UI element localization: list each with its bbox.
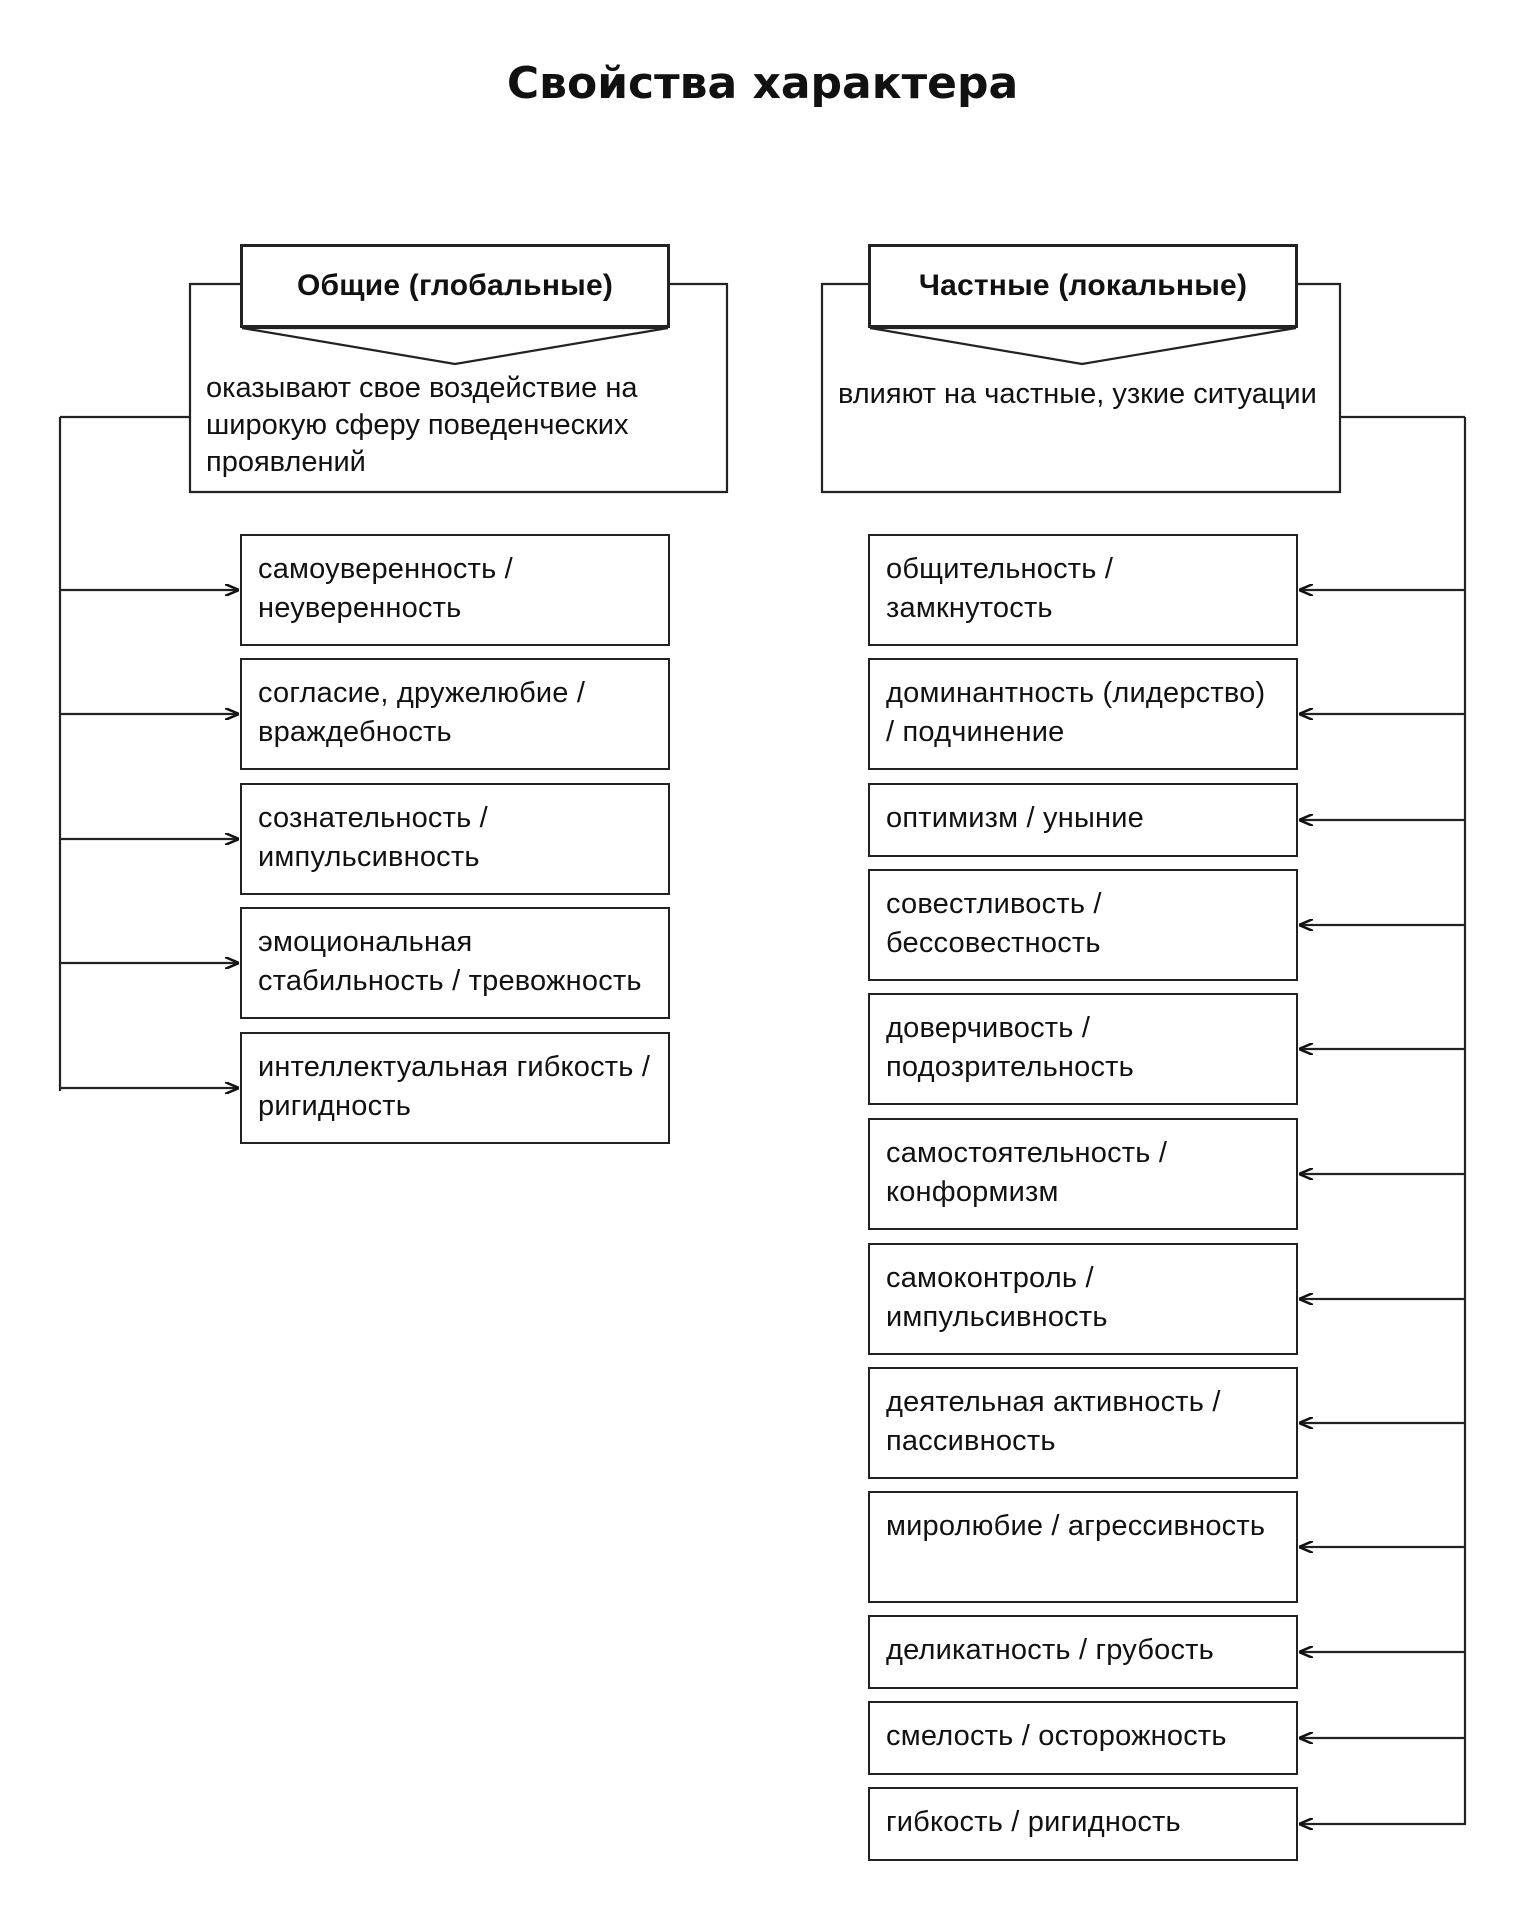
- diagram-title: Свойства характера: [506, 58, 1019, 109]
- right-header-label: Частные (локальные): [918, 268, 1248, 302]
- left-item-3: сознательность /импульсивность: [240, 783, 670, 895]
- right-item-1: общительность / замкнутость: [868, 534, 1298, 646]
- right-item-11: смелость / осторожность: [868, 1701, 1298, 1775]
- right-item-6: самостоятельность / конформизм: [868, 1118, 1298, 1230]
- right-item-7: самоконтроль / импульсивность: [868, 1243, 1298, 1355]
- left-item-4: эмоциональная стабильность / тревожность: [240, 907, 670, 1019]
- right-header-box: Частные (локальные): [868, 244, 1298, 328]
- left-description: оказывают свое воздействие на широкую сф…: [206, 372, 638, 479]
- right-item-5: доверчивость /подозрительность: [868, 993, 1298, 1105]
- right-description: влияют на частные, узкие ситуации: [838, 378, 1317, 410]
- right-item-10: деликатность / грубость: [868, 1615, 1298, 1689]
- left-header-chevron: [241, 326, 669, 366]
- right-header-chevron: [869, 326, 1297, 366]
- left-group-frame: [188, 282, 729, 494]
- right-item-4: совестливость / бессовестность: [868, 869, 1298, 981]
- left-item-5: интеллектуальная гибкость / ригидность: [240, 1032, 670, 1144]
- right-item-9: миролюбие / агрессивность: [868, 1491, 1298, 1603]
- left-header-box: Общие (глобальные): [240, 244, 670, 328]
- right-item-8: деятельная активность / пассивность: [868, 1367, 1298, 1479]
- left-header-label: Общие (глобальные): [296, 268, 614, 302]
- right-item-3: оптимизм / уныние: [868, 783, 1298, 857]
- left-item-2: согласие, дружелюбие / враждебность: [240, 658, 670, 770]
- right-item-12: гибкость / ригидность: [868, 1787, 1298, 1861]
- left-item-1: самоуверенность / неуверенность: [240, 534, 670, 646]
- right-group-frame: [820, 282, 1342, 494]
- right-item-2: доминантность (лидерство) / подчинение: [868, 658, 1298, 770]
